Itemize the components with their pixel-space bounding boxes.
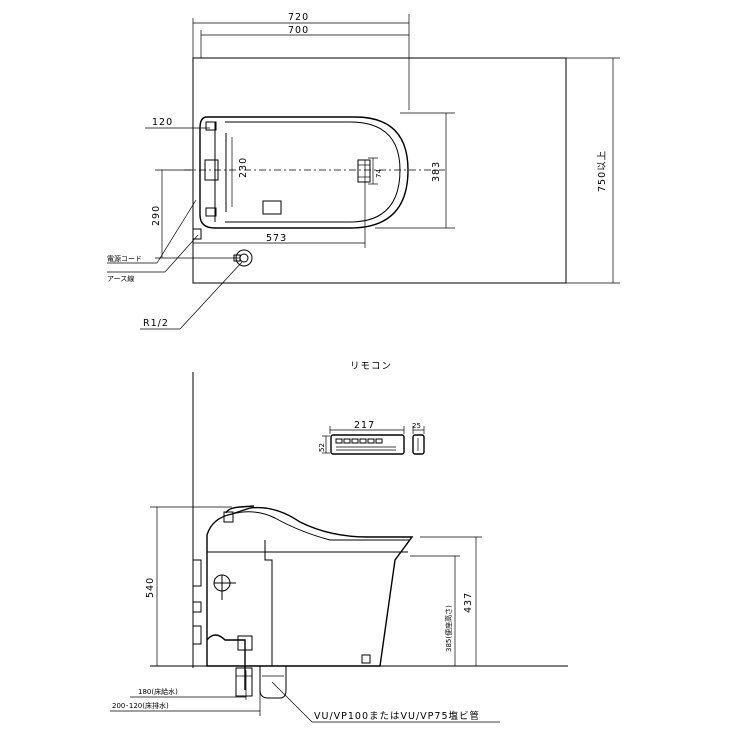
dim-74: 74 [375, 169, 383, 178]
remote-dim-217: 217 [354, 420, 375, 431]
water-supply-valve-icon [235, 249, 253, 267]
remote-title: リモコン [350, 361, 392, 372]
dim-700: 700 [288, 25, 309, 36]
control-panel-square [262, 200, 282, 215]
dim-120: 120 [152, 117, 173, 128]
floor-area-outline [192, 57, 567, 284]
remote-view: リモコン 217 25 52 [318, 361, 425, 455]
dim-180-floor-supply: 180(床給水) [138, 687, 178, 696]
toilet-side-outline [206, 506, 414, 667]
remote-dim-25: 25 [412, 422, 421, 430]
remote-front [330, 434, 405, 455]
dim-573: 573 [266, 233, 287, 244]
earth-wire-label: アース線 [107, 274, 134, 283]
toilet-top-outline [199, 116, 409, 229]
nozzle-symbol [357, 159, 371, 183]
dim-720: 720 [288, 12, 309, 23]
remote-side [412, 434, 425, 455]
power-cord-label: 電源コード [107, 254, 142, 263]
side-view: 540 437 385(便座高さ) [110, 372, 568, 723]
pipe-spec-label: VU/VP100またはVU/VP75塩ビ管 [314, 710, 480, 722]
dim-290: 290 [151, 205, 162, 226]
dim-750-min: 750以上 [597, 150, 608, 192]
dim-383: 383 [431, 161, 442, 182]
dim-200-120-floor-drain: 200･120(床排水) [112, 701, 169, 710]
dim-540: 540 [145, 577, 156, 598]
dim-385-seat-height: 385(便座高さ) [444, 605, 453, 652]
dim-437: 437 [463, 592, 474, 613]
top-view: 720 700 750以上 383 120 230 290 573 [107, 12, 620, 330]
remote-dim-52: 52 [318, 443, 326, 452]
dim-230: 230 [238, 157, 249, 178]
r12-label: R1/2 [143, 318, 169, 329]
